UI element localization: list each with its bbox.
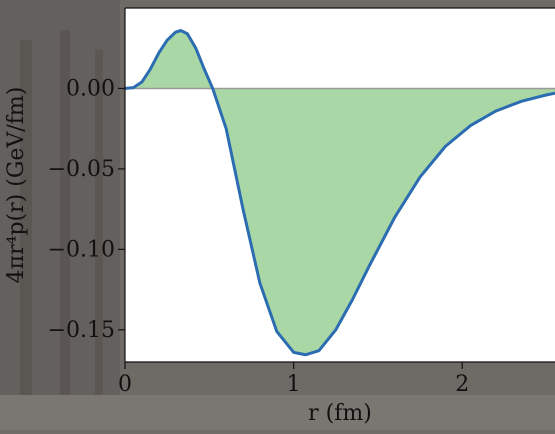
x-tick-label: 0: [118, 372, 132, 397]
y-tick-label: −0.10: [48, 237, 115, 262]
y-tick-label: 0.00: [66, 76, 115, 101]
axes: [124, 7, 555, 363]
y-axis-label: 4πr⁴p(r) (GeV/fm): [4, 87, 29, 284]
y-tick-label: −0.05: [48, 157, 115, 182]
series-line: [124, 29, 555, 357]
area-fills: [125, 30, 555, 355]
x-axis-label: r (fm): [308, 401, 372, 426]
positive-area-fill: [125, 30, 555, 355]
x-tick-label: 1: [287, 372, 301, 397]
x-ticks: 0 1 2: [118, 362, 469, 397]
y-ticks: 0.00 −0.05 −0.10 −0.15: [48, 76, 125, 343]
y-tick-label: −0.15: [48, 318, 115, 343]
x-tick-label: 2: [455, 372, 469, 397]
